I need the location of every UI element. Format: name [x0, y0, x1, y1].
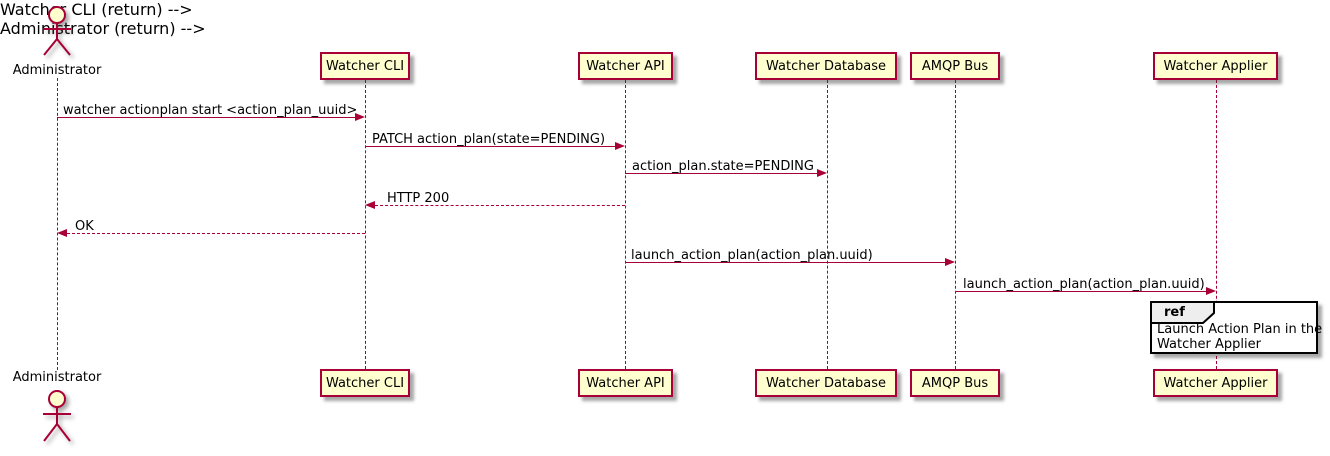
participant-watcher-api-bottom: Watcher API — [578, 369, 673, 397]
ref-keyword: ref — [1164, 305, 1185, 320]
arrowhead-icon — [1206, 287, 1216, 295]
participant-administrator-bottom: Administrator — [12, 370, 102, 385]
message-line — [57, 117, 356, 118]
message-line — [67, 233, 365, 234]
participant-administrator-top: Administrator — [12, 63, 102, 78]
lifeline-watcher-api — [625, 80, 626, 369]
actor-icon — [43, 390, 71, 442]
lifeline-watcher-database — [827, 80, 828, 369]
arrowhead-icon — [355, 113, 365, 121]
arrowhead-icon — [57, 229, 67, 237]
ref-text-line2: Watcher Applier — [1157, 337, 1261, 352]
message-label: watcher actionplan start <action_plan_uu… — [63, 103, 358, 118]
lifeline-administrator — [57, 78, 58, 370]
ref-body: Launch Action Plan in the Watcher Applie… — [1157, 322, 1322, 352]
arrowhead-icon — [365, 201, 375, 209]
ref-tab-icon — [1150, 301, 1215, 324]
lifeline-watcher-applier — [1216, 80, 1217, 369]
participant-watcher-cli-bottom: Watcher CLI — [320, 369, 410, 397]
participant-watcher-database-bottom: Watcher Database — [755, 369, 897, 397]
arrowhead-icon — [817, 169, 827, 177]
participant-watcher-applier-bottom: Watcher Applier — [1153, 369, 1278, 397]
message-line — [955, 291, 1207, 292]
ref-text-line1: Launch Action Plan in the — [1157, 322, 1323, 337]
message-line — [625, 262, 946, 263]
participant-amqp-bus-top: AMQP Bus — [910, 52, 1000, 80]
ref-fragment: ref Launch Action Plan in the Watcher Ap… — [1150, 301, 1322, 354]
participant-watcher-applier-top: Watcher Applier — [1153, 52, 1278, 80]
participant-watcher-api-top: Watcher API — [578, 52, 673, 80]
message-label: action_plan.state=PENDING — [632, 159, 814, 174]
message-line — [625, 173, 818, 174]
message-line — [365, 146, 616, 147]
actor-icon — [43, 6, 71, 56]
participant-amqp-bus-bottom: AMQP Bus — [910, 369, 1000, 397]
lifeline-amqp-bus — [955, 80, 956, 369]
message-label: HTTP 200 — [387, 191, 450, 206]
participant-watcher-database-top: Watcher Database — [755, 52, 897, 80]
lifeline-watcher-cli — [365, 80, 366, 369]
arrowhead-icon — [945, 258, 955, 266]
message-label: launch_action_plan(action_plan.uuid) — [631, 248, 873, 263]
message-label: OK — [75, 219, 94, 234]
message-label: PATCH action_plan(state=PENDING) — [372, 132, 606, 147]
message-label: launch_action_plan(action_plan.uuid) — [963, 277, 1205, 292]
participant-watcher-cli-top: Watcher CLI — [320, 52, 410, 80]
arrowhead-icon — [615, 142, 625, 150]
message-line — [375, 205, 625, 206]
